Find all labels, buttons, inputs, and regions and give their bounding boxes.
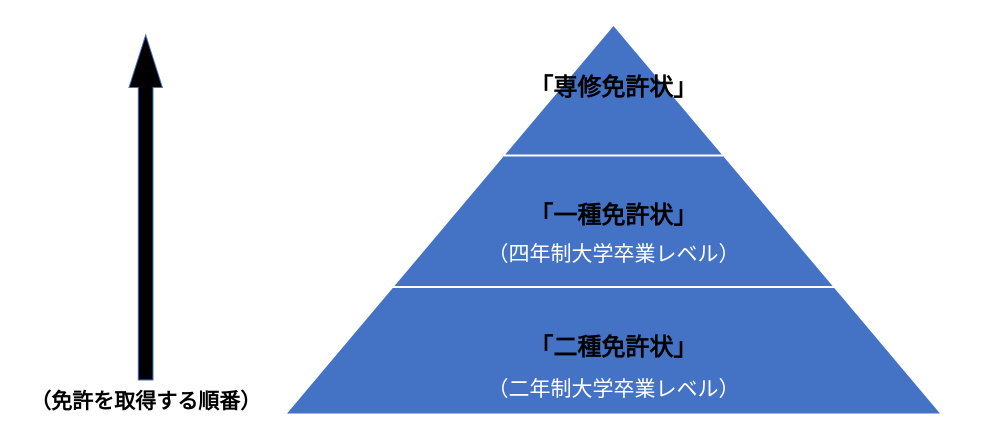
- upward-arrow-icon: [128, 33, 164, 381]
- tier-3-label: 「二種免許状」: [529, 334, 698, 361]
- tier-1-label: 「専修免許状」: [529, 74, 698, 101]
- tier-2-label: 「一種免許状」: [529, 202, 698, 229]
- tier-3-sublabel: （二年制大学卒業レベル）: [487, 378, 740, 401]
- arrow-caption: （免許を取得する順番）: [30, 390, 262, 413]
- pyramid-triangle: [287, 26, 940, 414]
- tier-2-sublabel: （四年制大学卒業レベル）: [487, 243, 740, 266]
